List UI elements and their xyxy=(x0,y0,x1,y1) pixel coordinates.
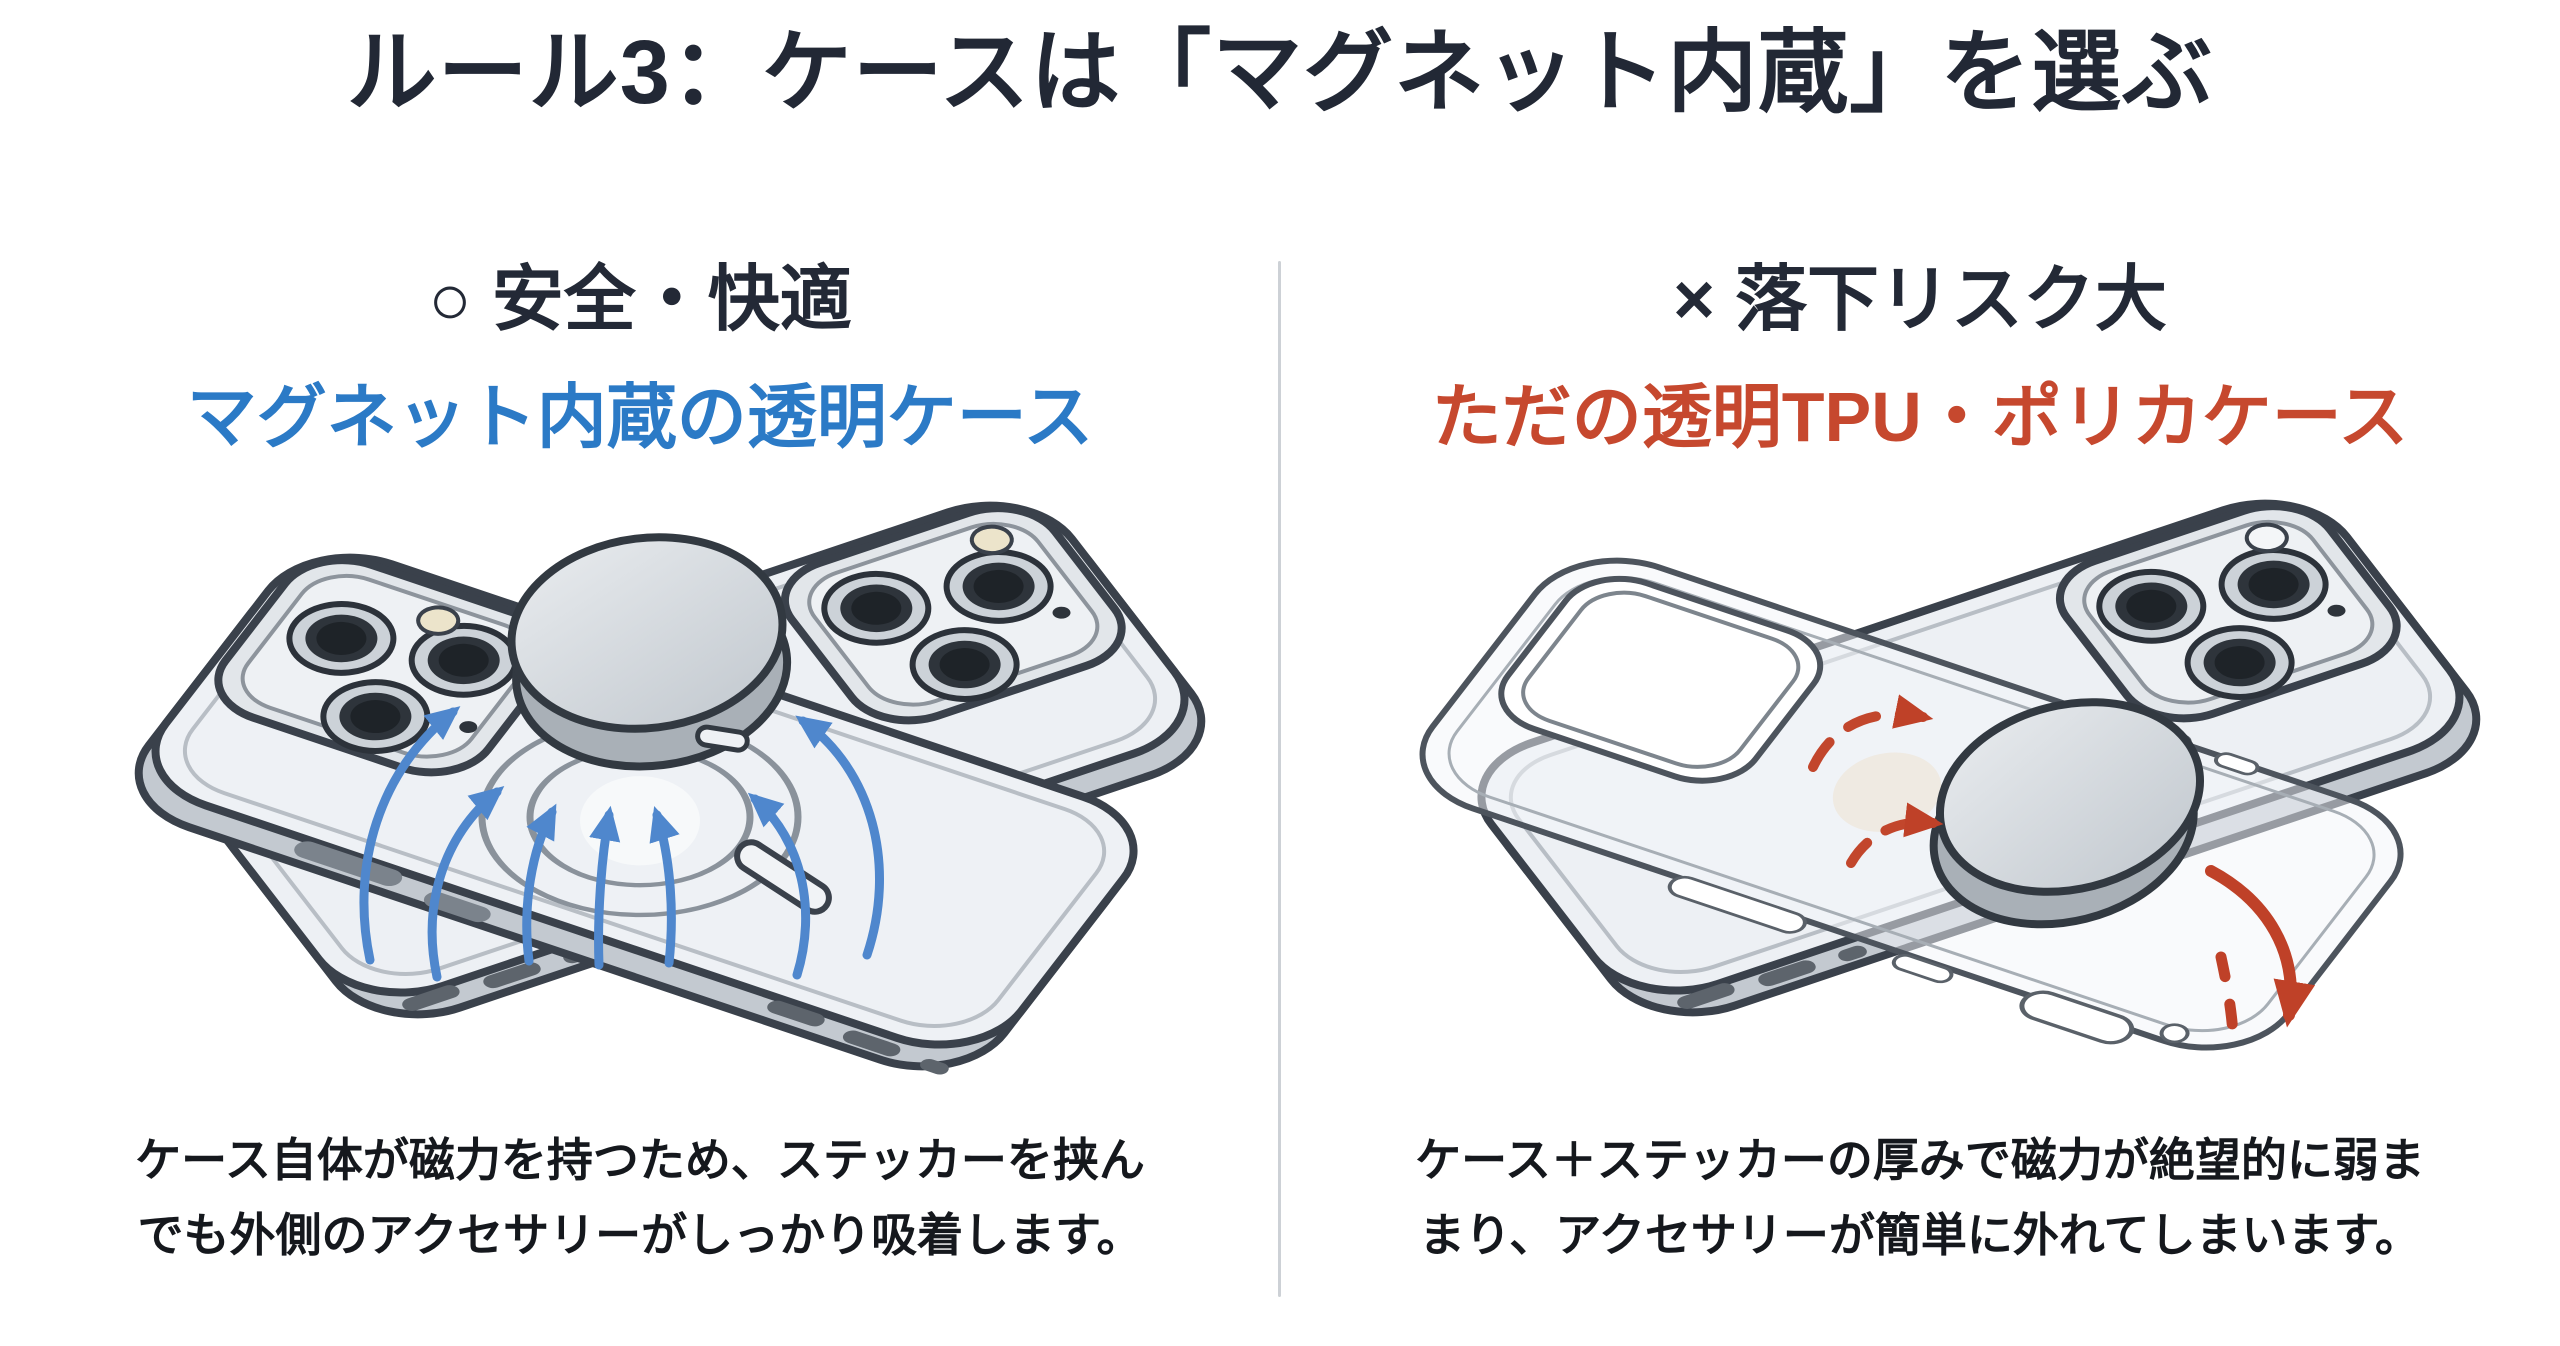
risk-caption: ケース＋ステッカーの厚みで磁力が絶望的に弱ま まり、アクセサリーが簡単に外れてし… xyxy=(1330,1123,2510,1272)
bottom-port-pills xyxy=(767,1000,949,1075)
risk-option-panel: × 落下リスク大 ただの透明TPU・ポリカケース xyxy=(1280,121,2560,1273)
column-divider xyxy=(1278,260,1281,1297)
safe-subtitle: マグネット内蔵の透明ケース xyxy=(186,377,1094,456)
caption-line: まり、アクセサリーが簡単に外れてしまいます。 xyxy=(1419,1208,2421,1261)
camera-module-icon xyxy=(2038,492,2419,733)
risk-subtitle: ただの透明TPU・ポリカケース xyxy=(1431,377,2409,456)
caption-line: ケース自体が磁力を持つため、ステッカーを挟ん xyxy=(135,1134,1145,1187)
camera-module-icon xyxy=(196,546,577,787)
caption-line: でも外側のアクセサリーがしっかり吸着します。 xyxy=(137,1208,1143,1261)
disc-port xyxy=(695,724,750,753)
magsafe-disc-icon xyxy=(507,533,792,771)
risk-illustration-svg xyxy=(1415,505,2425,1095)
safe-illustration-svg xyxy=(135,505,1145,1075)
page-title: ルール3：ケースは「マグネット内蔵」を選ぶ xyxy=(346,23,2214,123)
magnetic-field-arrows-icon xyxy=(359,706,884,982)
camera-cutout xyxy=(1481,565,1841,794)
camera-module-icon xyxy=(763,494,1144,735)
safe-verdict-heading: ○ 安全・快適 xyxy=(428,259,852,340)
side-button-pills xyxy=(294,841,491,923)
apple-logo-faint xyxy=(580,776,700,866)
slipping-disc-icon xyxy=(1929,698,2204,929)
safe-option-panel: ○ 安全・快適 マグネット内蔵の透明ケース xyxy=(0,121,1280,1273)
safe-illustration xyxy=(0,505,1280,1075)
safe-caption: ケース自体が磁力を持つため、ステッカーを挟ん でも外側のアクセサリーがしっかり吸… xyxy=(50,1123,1230,1272)
bottom-port-pills xyxy=(1677,945,1867,1010)
slip-rotation-arrows-icon xyxy=(1808,694,1944,869)
fall-arrow-icon xyxy=(2205,865,2316,1039)
risk-illustration xyxy=(1280,505,2560,1065)
comparison-columns: ○ 安全・快適 マグネット内蔵の透明ケース xyxy=(0,121,2560,1297)
caption-line: ケース＋ステッカーの厚みで磁力が絶望的に弱ま xyxy=(1415,1134,2425,1187)
risk-verdict-heading: × 落下リスク大 xyxy=(1672,259,2168,340)
